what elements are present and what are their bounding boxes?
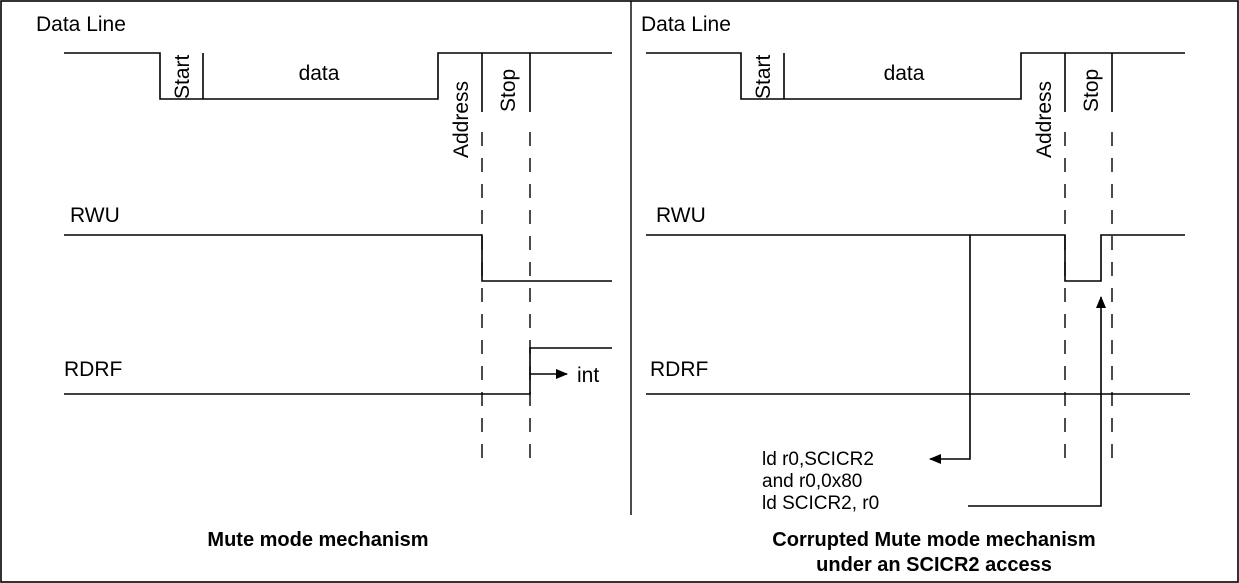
right-rwu-label: RWU xyxy=(656,204,706,227)
left-rdrf-waveform xyxy=(64,347,612,395)
code-line-1: ld r0,SCICR2 xyxy=(762,449,874,470)
code-line-3: ld SCICR2, r0 xyxy=(762,493,879,514)
left-start-field: Start xyxy=(171,54,194,99)
left-stop-field: Stop xyxy=(497,69,520,112)
right-panel: Data Line Start data Address Stop RWU RD… xyxy=(641,13,1190,576)
left-rwu-label: RWU xyxy=(70,204,120,227)
left-int-label: int xyxy=(577,364,599,387)
right-caption-line1: Corrupted Mute mode mechanism xyxy=(772,529,1095,551)
left-address-field: Address xyxy=(450,81,473,158)
left-rdrf-label: RDRF xyxy=(64,358,122,381)
right-start-field: Start xyxy=(752,54,775,99)
write-access-arrow xyxy=(968,296,1106,507)
right-caption-line2: under an SCICR2 access xyxy=(816,554,1052,576)
right-data-line-label: Data Line xyxy=(641,13,731,36)
right-data-line-waveform xyxy=(646,52,1185,100)
left-data-field: data xyxy=(299,62,340,85)
left-panel: Data Line Start data Address Stop RWU RD… xyxy=(36,13,612,551)
right-stop-field: Stop xyxy=(1080,69,1103,112)
right-rdrf-label: RDRF xyxy=(650,358,708,381)
read-access-arrow xyxy=(929,235,971,464)
right-data-field: data xyxy=(884,62,925,85)
right-rwu-waveform xyxy=(646,234,1185,282)
left-rwu-waveform xyxy=(64,234,612,282)
left-caption: Mute mode mechanism xyxy=(207,529,428,551)
code-line-2: and r0,0x80 xyxy=(762,471,862,492)
right-address-field: Address xyxy=(1033,81,1056,158)
left-data-line-waveform xyxy=(64,52,612,100)
left-data-line-label: Data Line xyxy=(36,13,126,36)
